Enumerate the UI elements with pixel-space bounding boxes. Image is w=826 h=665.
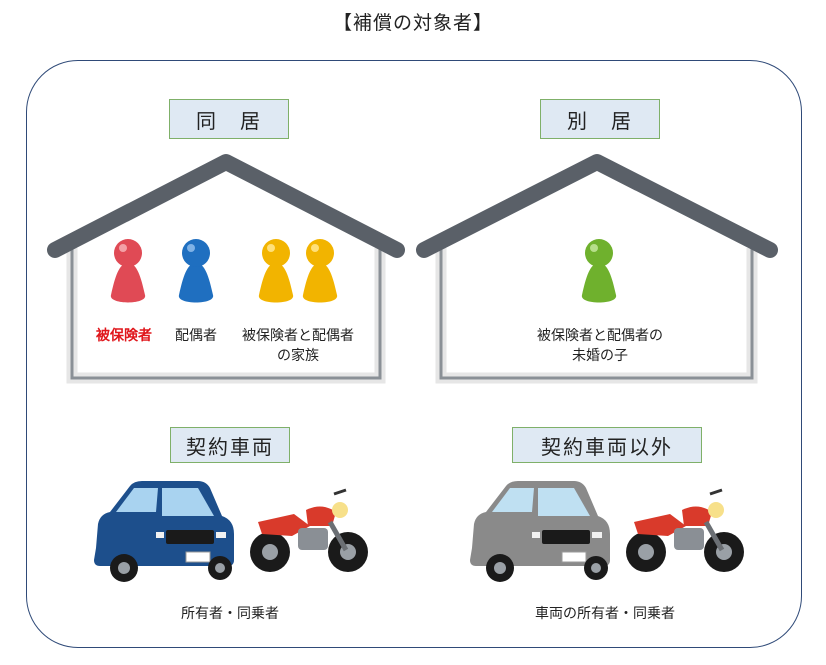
outer-frame: [26, 60, 802, 648]
page-title: 【補償の対象者】: [332, 12, 493, 34]
caption-family: 被保険者と配偶者 の家族: [228, 326, 368, 366]
label-other-vehicle-text: 契約車両以外: [541, 434, 673, 459]
car-gray-icon: [470, 481, 610, 582]
motorcycle-icon: [626, 488, 744, 572]
label-separate: 別 居: [540, 99, 660, 139]
label-contract-vehicle-text: 契約車両: [186, 434, 274, 459]
person-red-icon: [110, 239, 146, 303]
person-yellow-icon: [302, 239, 338, 303]
person-yellow-icon: [258, 239, 294, 303]
caption-child-line2: 未婚の子: [572, 348, 628, 364]
caption-family-line1: 被保険者と配偶者: [242, 328, 354, 344]
label-cohabiting-text: 同 居: [196, 108, 262, 133]
person-blue-icon: [178, 239, 214, 303]
caption-other-vehicle: 車両の所有者・同乗者: [535, 606, 675, 622]
car-blue-icon: [94, 481, 234, 582]
label-other-vehicle: 契約車両以外: [512, 427, 702, 463]
person-green-icon: [581, 239, 617, 303]
caption-family-line2: の家族: [277, 348, 319, 364]
caption-unmarried-child: 被保険者と配偶者の 未婚の子: [520, 326, 680, 366]
caption-child-line1: 被保険者と配偶者の: [537, 328, 663, 344]
caption-spouse: 配偶者: [175, 328, 217, 344]
label-cohabiting: 同 居: [169, 99, 289, 139]
motorcycle-icon: [250, 488, 368, 572]
label-separate-text: 別 居: [567, 108, 633, 133]
label-contract-vehicle: 契約車両: [170, 427, 290, 463]
caption-contract-vehicle: 所有者・同乗者: [181, 606, 279, 622]
caption-insured: 被保険者: [96, 328, 152, 344]
